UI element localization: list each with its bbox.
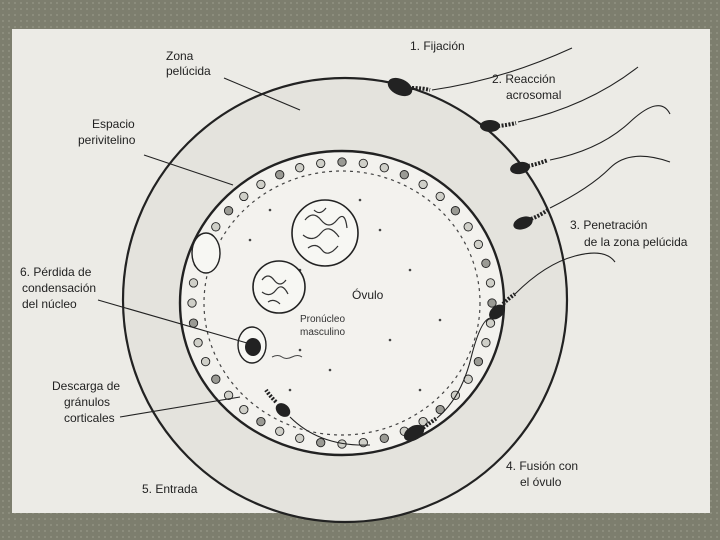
cytoplasm-speck <box>299 349 302 352</box>
cortical-granule <box>212 223 220 231</box>
cortical-granule <box>338 158 346 166</box>
decondensing-nucleus <box>245 338 261 356</box>
cytoplasm-speck <box>409 269 412 272</box>
cortical-granule <box>380 434 388 442</box>
cortical-granule <box>201 357 209 365</box>
cortical-granule <box>464 223 472 231</box>
label-entrada: 5. Entrada <box>142 482 198 496</box>
cortical-granule <box>436 192 444 200</box>
cortical-granule <box>419 180 427 188</box>
cortical-granule <box>257 417 265 425</box>
cytoplasm-speck <box>419 389 422 392</box>
cortical-granule <box>380 164 388 172</box>
cortical-granule <box>317 159 325 167</box>
cortical-granule <box>482 339 490 347</box>
ovulo-membrane <box>180 151 504 455</box>
label-penetracion-0: 3. Penetración <box>570 218 647 232</box>
label-fusion-1: el óvulo <box>520 475 562 489</box>
cortical-granule <box>194 339 202 347</box>
polar-body <box>192 233 220 273</box>
cytoplasm-speck <box>249 239 252 242</box>
label-perdida-2: del núcleo <box>22 297 77 311</box>
cortical-granule <box>474 240 482 248</box>
cortical-granule <box>359 159 367 167</box>
label-reaccion-1: acrosomal <box>506 88 561 102</box>
cortical-granule <box>451 207 459 215</box>
label-pronucleo-0: Pronúcleo <box>300 314 345 325</box>
label-fusion-0: 4. Fusión con <box>506 459 578 473</box>
cytoplasm-speck <box>389 339 392 342</box>
cortical-granule <box>189 279 197 287</box>
label-zona-1: pelúcida <box>166 64 211 78</box>
label-pronucleo-1: masculino <box>300 327 345 338</box>
cortical-granule <box>212 375 220 383</box>
cortical-granule <box>400 171 408 179</box>
label-espacio-1: perivitelino <box>78 133 136 147</box>
label-penetracion-1: de la zona pelúcida <box>584 235 688 249</box>
label-descarga-2: corticales <box>64 411 115 425</box>
cytoplasm-speck <box>289 389 292 392</box>
label-descarga-1: gránulos <box>64 395 110 409</box>
cortical-granule <box>224 207 232 215</box>
label-zona-0: Zona <box>166 49 194 63</box>
cytoplasm-speck <box>439 319 442 322</box>
cortical-granule <box>482 259 490 267</box>
cortical-granule <box>296 434 304 442</box>
cortical-granule <box>488 299 496 307</box>
cortical-granule <box>486 319 494 327</box>
cortical-granule <box>188 299 196 307</box>
label-perdida-0: 6. Pérdida de <box>20 265 92 279</box>
label-espacio-0: Espacio <box>92 117 135 131</box>
sperm-penetracion-a <box>509 106 670 176</box>
label-fijacion: 1. Fijación <box>410 39 465 53</box>
cortical-granule <box>257 180 265 188</box>
cortical-granule <box>276 427 284 435</box>
cortical-granule <box>240 192 248 200</box>
cortical-granule <box>317 438 325 446</box>
cortical-granule <box>189 319 197 327</box>
cytoplasm-speck <box>359 199 362 202</box>
cortical-granule <box>474 357 482 365</box>
label-descarga-0: Descarga de <box>52 379 120 393</box>
label-reaccion-0: 2. Reacción <box>492 72 555 86</box>
cortical-granule <box>276 171 284 179</box>
cytoplasm-speck <box>269 209 272 212</box>
cortical-granule <box>240 405 248 413</box>
cytoplasm-speck <box>379 229 382 232</box>
cortical-granule <box>486 279 494 287</box>
cytoplasm-speck <box>329 369 332 372</box>
cortical-granule <box>296 164 304 172</box>
label-ovulo: Óvulo <box>352 287 384 302</box>
label-perdida-1: condensación <box>22 281 96 295</box>
